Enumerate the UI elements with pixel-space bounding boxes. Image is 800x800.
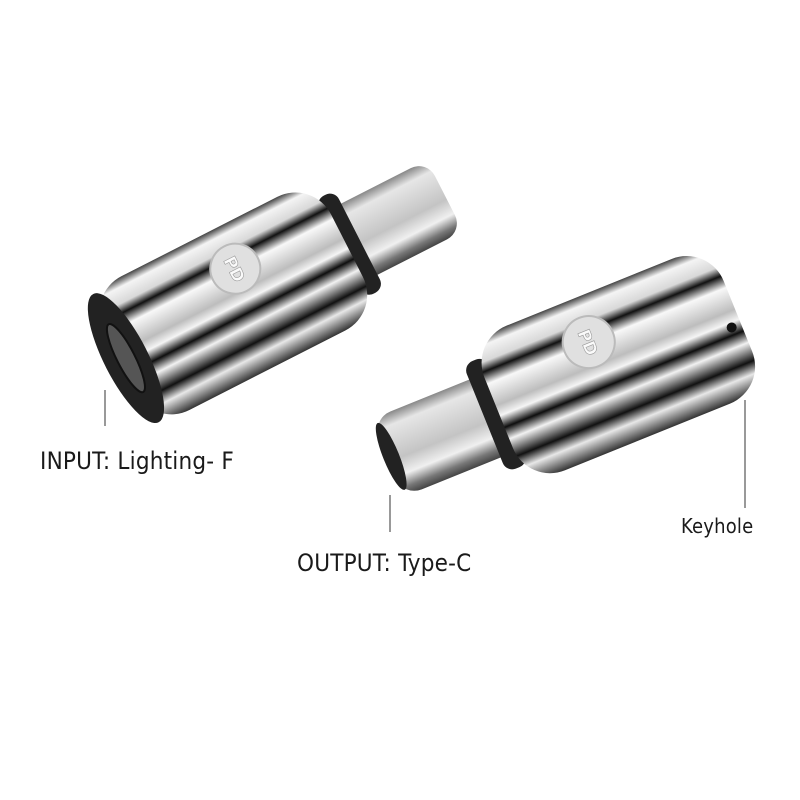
chrome-body [99,192,368,415]
pd-badge: PD [561,315,616,370]
keyhole [726,322,737,333]
pd-badge: PD [209,242,262,295]
right-adapter: PD [375,256,756,491]
chrome-body [481,256,756,474]
left-adapter: PD [87,166,457,424]
output-label: OUTPUT: Type-C [297,549,472,577]
keyhole-label: Keyhole [681,514,754,538]
input-label: INPUT: Lighting- F [40,447,234,475]
plug-collar [318,193,381,295]
typec-plug-opening [375,422,407,490]
lightning-port-opening [105,323,146,394]
